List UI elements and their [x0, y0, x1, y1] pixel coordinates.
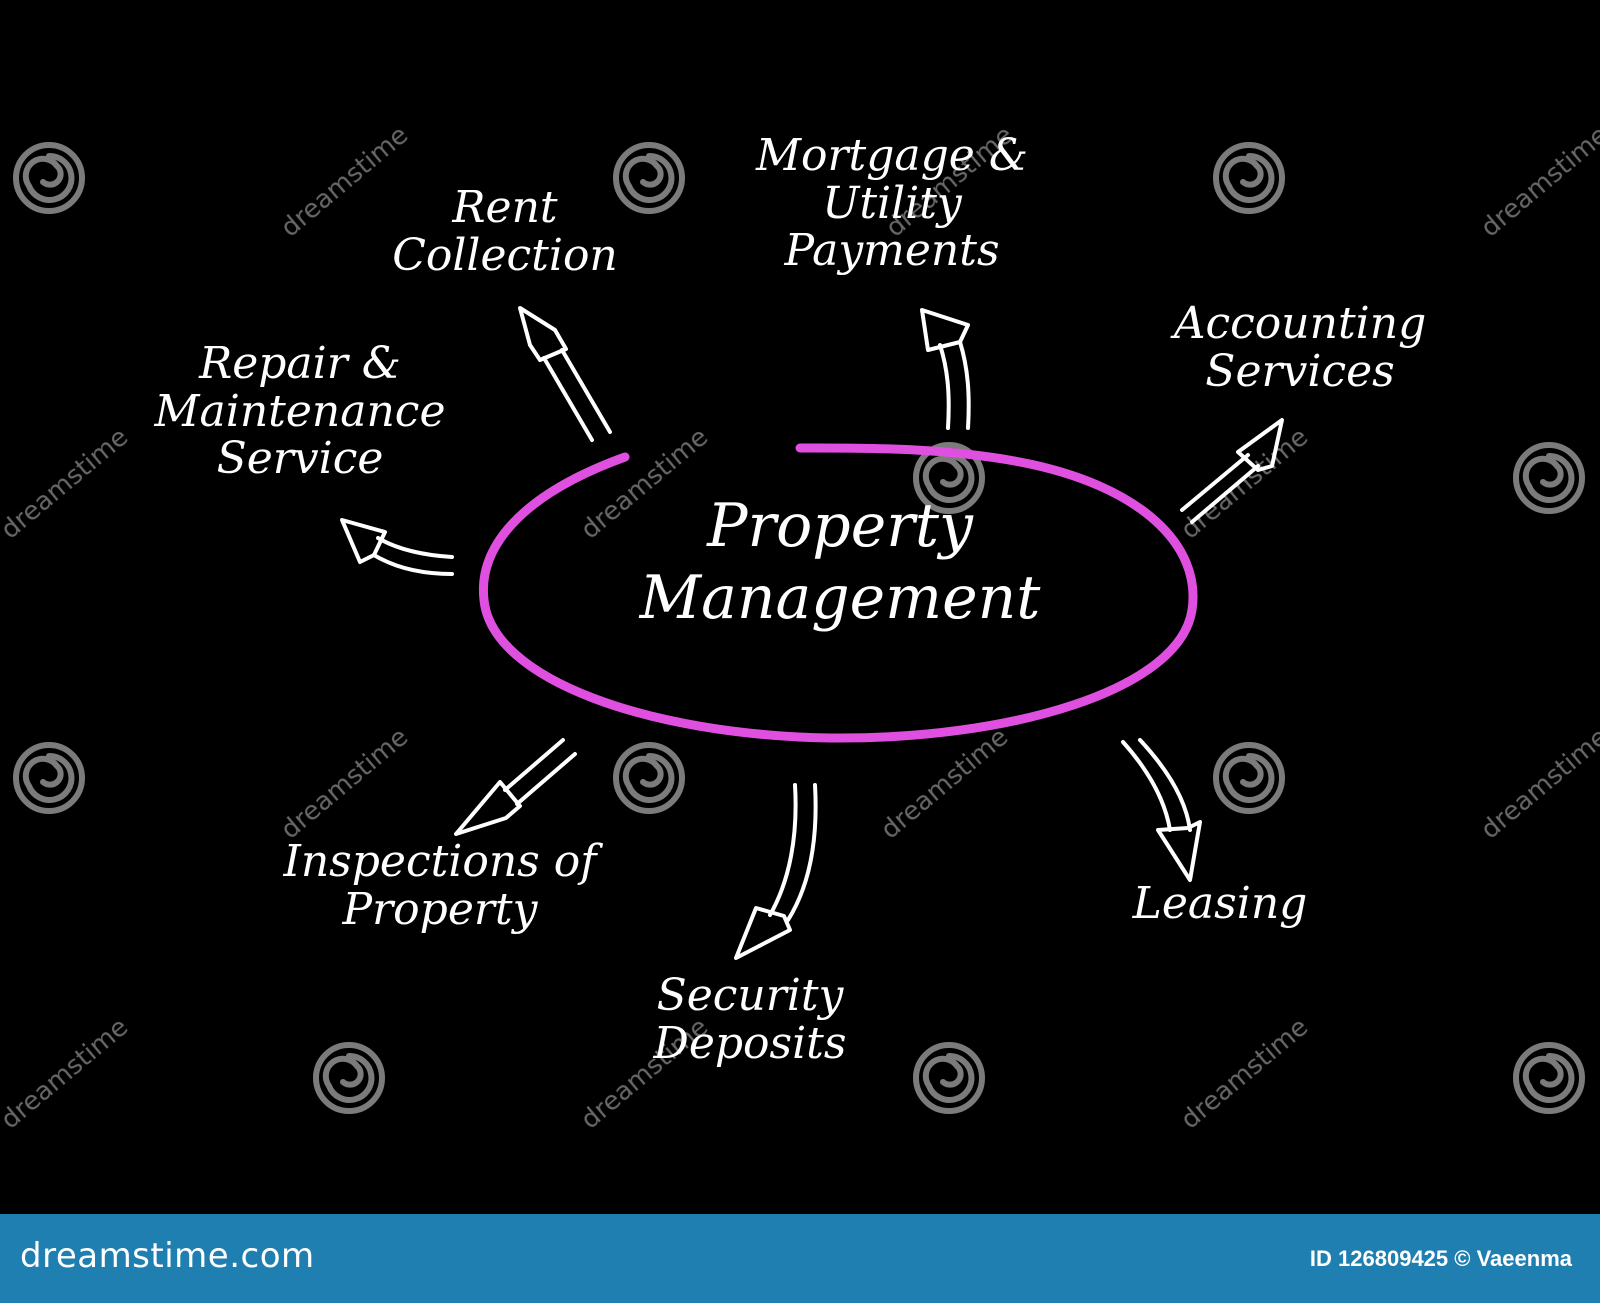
center-line: Property — [707, 491, 973, 561]
arrow-accounting — [1180, 418, 1284, 524]
footer-credit: ID 126809425 © Vaeenma — [1309, 1246, 1572, 1271]
topic-line: Collection — [392, 229, 618, 281]
arrow-repair — [340, 518, 454, 576]
topic-line: Accounting — [1173, 298, 1427, 349]
arrow-inspections — [454, 738, 577, 836]
topic-line: Maintenance — [154, 385, 446, 437]
topic-line: Inspections of — [283, 836, 597, 887]
topic-line: Payments — [784, 225, 1000, 277]
center-topic: Property Management — [520, 490, 1160, 634]
topic-line: Security — [656, 970, 844, 1021]
topic-repair-maintenance: Repair & Maintenance Service — [90, 340, 510, 483]
topic-line: Repair & — [199, 338, 401, 389]
arrow-security — [734, 783, 818, 960]
diagram-shapes — [340, 306, 1284, 960]
arrow-rent — [518, 306, 612, 442]
topic-line: Utility — [822, 177, 962, 229]
topic-line: Rent — [452, 182, 558, 233]
center-ellipse — [478, 443, 1198, 743]
topic-line: Service — [216, 433, 384, 485]
footer-brand[interactable]: dreamstime.com — [20, 1236, 315, 1276]
arrow-mortgage — [920, 308, 971, 430]
topic-leasing: Leasing — [1090, 880, 1350, 928]
arrow-leasing — [1121, 738, 1202, 882]
topic-inspections: Inspections of Property — [230, 838, 650, 933]
topic-line: Services — [1205, 345, 1395, 397]
topic-line: Deposits — [653, 1017, 847, 1069]
topic-mortgage-utility: Mortgage & Utility Payments — [712, 132, 1072, 275]
center-line: Management — [639, 563, 1041, 633]
footer-bar: dreamstime.com ID 126809425 © Vaeenma — [0, 1214, 1600, 1303]
topic-line: Leasing — [1132, 878, 1308, 929]
topic-rent-collection: Rent Collection — [340, 184, 670, 279]
topic-accounting-services: Accounting Services — [1110, 300, 1490, 395]
topic-line: Mortgage & — [755, 130, 1028, 181]
topic-line: Property — [342, 883, 538, 935]
topic-security-deposits: Security Deposits — [600, 972, 900, 1067]
